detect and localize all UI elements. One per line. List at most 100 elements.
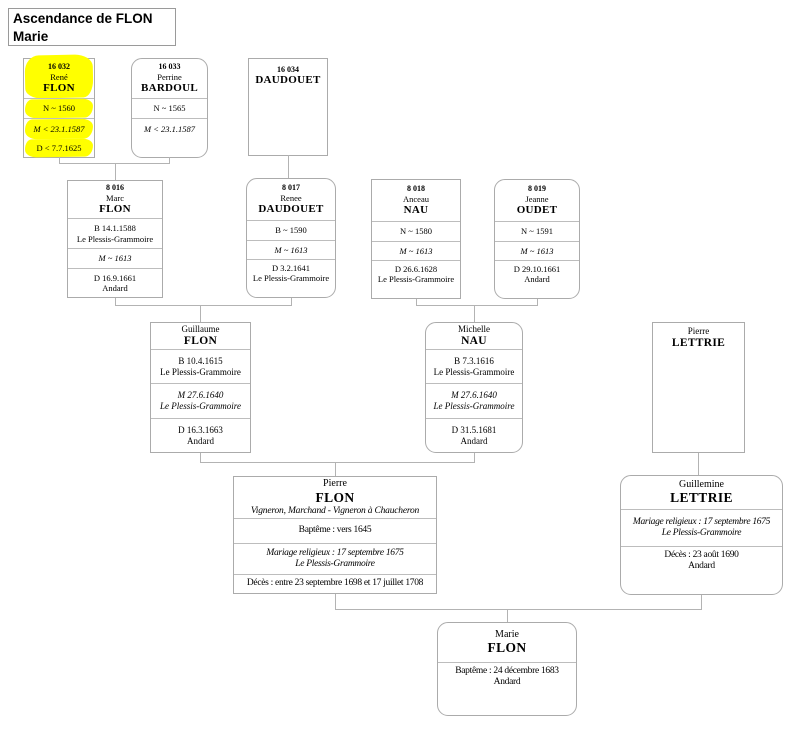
death-line: D 26.6.1628 bbox=[394, 264, 438, 274]
marriage-place: Le Plessis-Grammoire bbox=[295, 559, 375, 569]
connector-line bbox=[200, 462, 475, 463]
connector-line bbox=[701, 595, 702, 610]
marriage-line: M < 23.1.1587 bbox=[33, 123, 85, 134]
birth-line: N ~ 1591 bbox=[521, 226, 553, 237]
baptism-line: Baptême : 24 décembre 1683 bbox=[455, 666, 559, 676]
death-line: D 3.2.1641 bbox=[271, 263, 310, 273]
connector-line bbox=[474, 453, 475, 463]
person-box-renee-daudouet[interactable]: 8 017 Renee DAUDOUET B ~ 1590 M ~ 1613 D… bbox=[246, 178, 336, 298]
death-line: D 29.10.1661 bbox=[513, 264, 561, 274]
connector-line bbox=[416, 305, 538, 306]
birth-line: B ~ 1590 bbox=[275, 225, 307, 236]
death-line: Décès : 23 août 1690 bbox=[664, 550, 739, 560]
person-box-anceau-nau[interactable]: 8 018 Anceau NAU N ~ 1580 M ~ 1613 D 26.… bbox=[371, 179, 461, 299]
person-box-marie-flon[interactable]: Marie FLON Baptême : 24 décembre 1683 An… bbox=[437, 622, 577, 716]
person-box-michelle-nau[interactable]: Michelle NAU B 7.3.1616 Le Plessis-Gramm… bbox=[425, 322, 523, 453]
marriage-line: M 27.6.1640 bbox=[177, 390, 224, 401]
given-name: Marie bbox=[495, 628, 519, 640]
person-box-guillemine-lettrie[interactable]: Guillemine LETTRIE Mariage religieux : 1… bbox=[620, 475, 783, 595]
connector-line bbox=[59, 163, 170, 164]
connector-line bbox=[537, 299, 538, 306]
marriage-place: Le Plessis-Grammoire bbox=[661, 528, 742, 538]
connector-line bbox=[115, 305, 292, 306]
surname: DAUDOUET bbox=[258, 202, 324, 215]
death-place: Andard bbox=[102, 283, 128, 293]
connector-line bbox=[507, 609, 508, 622]
given-name: Michelle bbox=[458, 323, 490, 334]
death-place: Andard bbox=[187, 435, 214, 446]
sosa-number: 16 033 bbox=[158, 62, 181, 72]
surname: BARDOUL bbox=[140, 81, 199, 94]
marriage-line: Mariage religieux : 17 septembre 1675 bbox=[266, 547, 404, 558]
given-name: Pierre bbox=[687, 325, 710, 336]
person-box-daudouet[interactable]: 16 034 DAUDOUET bbox=[248, 58, 328, 156]
surname: FLON bbox=[183, 334, 218, 347]
birth-line: B 7.3.1616 bbox=[454, 355, 494, 366]
marriage-line: M ~ 1613 bbox=[399, 245, 433, 256]
death-line: Décès : entre 23 septembre 1698 et 17 ju… bbox=[246, 578, 424, 589]
death-line: D 16.3.1663 bbox=[178, 424, 223, 435]
death-place: Le Plessis-Grammoire bbox=[377, 274, 455, 285]
surname: FLON bbox=[43, 81, 75, 94]
birth-line: N ~ 1565 bbox=[153, 103, 186, 114]
sosa-number: 8 016 bbox=[106, 183, 124, 193]
connector-line bbox=[169, 157, 170, 164]
person-box-rene-flon[interactable]: 16 032 René FLON N ~ 1560 M < 23.1.1587 … bbox=[23, 58, 95, 158]
death-line: D 31.5.1681 bbox=[451, 424, 497, 435]
marriage-place: Le Plessis-Grammoire bbox=[433, 401, 515, 411]
marriage-line: M ~ 1613 bbox=[520, 245, 554, 256]
chart-title: Ascendance de FLON Marie bbox=[8, 8, 176, 46]
chart-title-line2: Marie bbox=[13, 28, 49, 44]
death-place: Andard bbox=[460, 435, 488, 446]
given-name: René bbox=[50, 71, 68, 82]
connector-line bbox=[200, 453, 201, 463]
connector-line bbox=[474, 305, 475, 322]
connector-line bbox=[416, 299, 417, 306]
marriage-line: M 27.6.1640 bbox=[451, 390, 497, 401]
person-box-jeanne-oudet[interactable]: 8 019 Jeanne OUDET N ~ 1591 M ~ 1613 D 2… bbox=[494, 179, 580, 299]
given-name: Perrine bbox=[157, 71, 182, 82]
surname: OUDET bbox=[516, 203, 558, 216]
person-box-guillaume-flon[interactable]: Guillaume FLON B 10.4.1615 Le Plessis-Gr… bbox=[150, 322, 251, 453]
surname: LETTRIE bbox=[671, 336, 726, 349]
surname: FLON bbox=[487, 640, 527, 656]
death-line: D 16.9.1661 bbox=[93, 272, 137, 283]
connector-line bbox=[698, 453, 699, 475]
marriage-line: Mariage religieux : 17 septembre 1675 bbox=[632, 516, 771, 527]
birth-line: B 14.1.1588 bbox=[94, 223, 136, 234]
connector-line bbox=[291, 298, 292, 306]
sosa-number: 8 018 bbox=[407, 184, 425, 194]
given-name: Guillaume bbox=[181, 323, 220, 334]
sosa-number: 16 032 bbox=[48, 62, 70, 72]
death-place: Andard bbox=[688, 561, 715, 572]
connector-line bbox=[335, 609, 702, 610]
person-box-pierre-lettrie[interactable]: Pierre LETTRIE bbox=[652, 322, 745, 453]
baptism-place: Andard bbox=[493, 677, 521, 688]
connector-line bbox=[115, 163, 116, 180]
birth-line: B 10.4.1615 bbox=[178, 355, 223, 366]
birth-line: N ~ 1560 bbox=[43, 103, 75, 114]
surname: FLON bbox=[315, 489, 355, 505]
marriage-place: Le Plessis-Grammoire bbox=[160, 401, 241, 411]
person-box-perrine-bardoul[interactable]: 16 033 Perrine BARDOUL N ~ 1565 M < 23.1… bbox=[131, 58, 208, 158]
connector-line bbox=[335, 462, 336, 476]
connector-line bbox=[200, 305, 201, 322]
sosa-number: 16 034 bbox=[277, 64, 299, 74]
death-place: Le Plessis-Grammoire bbox=[252, 273, 330, 284]
birth-place: Le Plessis-Grammoire bbox=[433, 366, 515, 377]
connector-line bbox=[335, 594, 336, 610]
connector-line bbox=[115, 298, 116, 306]
marriage-line: M ~ 1613 bbox=[98, 253, 132, 264]
given-name: Renee bbox=[280, 192, 302, 203]
given-name: Pierre bbox=[323, 478, 347, 490]
sosa-number: 8 017 bbox=[282, 183, 300, 193]
death-place: Andard bbox=[524, 274, 550, 285]
given-name: Marc bbox=[106, 192, 124, 203]
birth-place: Le Plessis-Grammoire bbox=[160, 366, 241, 377]
person-box-pierre-flon[interactable]: Pierre FLON Vigneron, Marchand - Vignero… bbox=[233, 476, 437, 594]
surname: FLON bbox=[99, 202, 131, 215]
sosa-number: 8 019 bbox=[528, 184, 546, 194]
person-box-marc-flon[interactable]: 8 016 Marc FLON B 14.1.1588 Le Plessis-G… bbox=[67, 180, 163, 298]
given-name: Guillemine bbox=[679, 478, 724, 490]
